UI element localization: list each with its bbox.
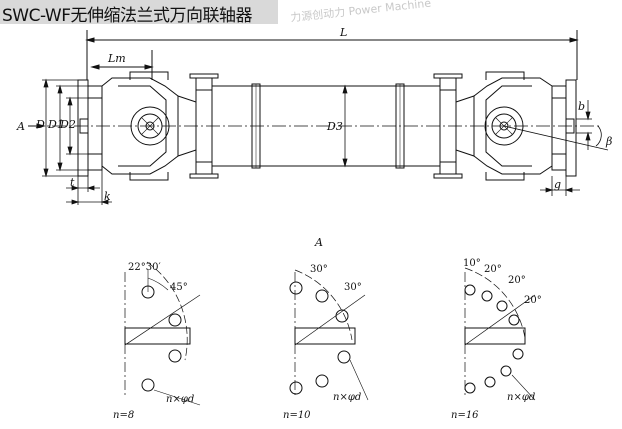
label-t: t (70, 176, 75, 189)
right-flange (551, 79, 577, 177)
flange-view-n16 (464, 267, 536, 401)
angle-n16-3: 20° (508, 275, 526, 286)
label-g: g (554, 178, 561, 191)
angle-n10-1: 30° (310, 264, 328, 275)
shaft-flange-left (189, 73, 219, 179)
title-bar: SWC-WF无伸缩法兰式万向联轴器 (0, 0, 278, 26)
shaft-tube (212, 83, 440, 169)
label-D: D (35, 118, 45, 131)
diagram-title: SWC-WF无伸缩法兰式万向联轴器 (2, 6, 253, 26)
label-A: A (16, 120, 25, 133)
flange-view-n10 (289, 269, 369, 401)
label-D2: D2 (59, 118, 76, 131)
angle-n10-2: 30° (344, 282, 362, 293)
hole-label-n10: n×φd (333, 392, 361, 403)
angle-n16-1: 10° (463, 258, 481, 269)
angle-n8-1: 22°30′ (128, 262, 161, 273)
dim-t-k (66, 170, 112, 205)
label-view-A: A (314, 236, 323, 249)
count-label-n8: n=8 (113, 410, 134, 421)
count-label-n16: n=16 (451, 410, 479, 421)
dim-diameters (42, 78, 348, 178)
label-Lm: Lm (107, 52, 126, 65)
angle-n16-4: 20° (524, 295, 542, 306)
label-D1: D1 (47, 118, 64, 131)
dim-b-beta-g (503, 100, 609, 196)
label-L: L (339, 26, 347, 39)
angle-n8-2: 45° (170, 282, 188, 293)
flange-view-n8 (124, 261, 201, 406)
count-label-n10: n=10 (283, 410, 311, 421)
hole-label-n8: n×φd (166, 394, 194, 405)
label-b: b (578, 100, 585, 113)
left-flange (77, 79, 103, 177)
angle-n16-2: 20° (484, 264, 502, 275)
hole-label-n16: n×φd (507, 392, 535, 403)
dim-L (85, 30, 579, 80)
label-k: k (104, 190, 111, 203)
label-D3: D3 (326, 120, 343, 133)
label-beta: β (605, 135, 612, 148)
shaft-flange-right (433, 73, 463, 179)
view-arrow-A (28, 123, 46, 129)
dim-Lm (90, 50, 154, 80)
